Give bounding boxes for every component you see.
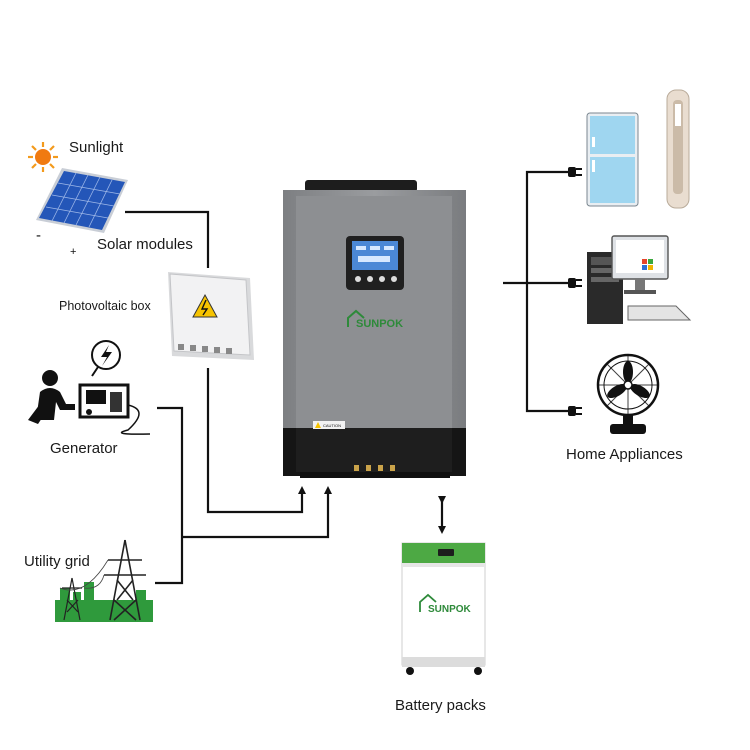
warning-icon bbox=[192, 293, 218, 318]
solar-panel-icon bbox=[36, 168, 128, 233]
label-sunlight: Sunlight bbox=[69, 139, 124, 156]
label-photovoltaic-box: Photovoltaic box bbox=[59, 299, 151, 313]
line-utility-grid bbox=[155, 537, 184, 585]
solar-minus-sign: - bbox=[36, 227, 41, 244]
generator-icon bbox=[28, 340, 151, 435]
line-solar-to-pvbox bbox=[125, 210, 210, 268]
plug-icon bbox=[568, 278, 582, 288]
label-solar-modules: Solar modules bbox=[97, 236, 193, 253]
fan-icon bbox=[596, 353, 660, 434]
refrigerator-icon bbox=[586, 112, 639, 207]
label-utility-grid: Utility grid bbox=[24, 553, 90, 570]
battery-pack bbox=[401, 542, 486, 675]
battery-brand-logo: SUNPOK bbox=[428, 604, 472, 615]
tower-air-conditioner-icon bbox=[666, 89, 690, 209]
inverter bbox=[283, 180, 466, 478]
sun-icon bbox=[28, 142, 58, 172]
line-pvbox-to-inverter bbox=[206, 368, 306, 514]
utility-grid-icon bbox=[55, 539, 153, 622]
plug-icon bbox=[568, 406, 582, 416]
label-battery-packs: Battery packs bbox=[395, 697, 486, 714]
inverter-caution-label: CAUTION bbox=[323, 423, 341, 428]
computer-icon bbox=[587, 235, 692, 324]
photovoltaic-box bbox=[168, 272, 254, 360]
plug-icon bbox=[568, 167, 582, 177]
connection-lines bbox=[125, 170, 568, 585]
line-ac-input-to-inverter bbox=[182, 486, 332, 539]
solar-plus-sign: + bbox=[70, 246, 76, 258]
line-output-bus bbox=[525, 170, 568, 413]
inverter-brand-logo: SUNPOK bbox=[356, 318, 403, 330]
plug-icons bbox=[568, 167, 582, 416]
line-generator bbox=[157, 406, 184, 537]
label-generator: Generator bbox=[50, 440, 118, 457]
label-home-appliances: Home Appliances bbox=[566, 446, 683, 463]
